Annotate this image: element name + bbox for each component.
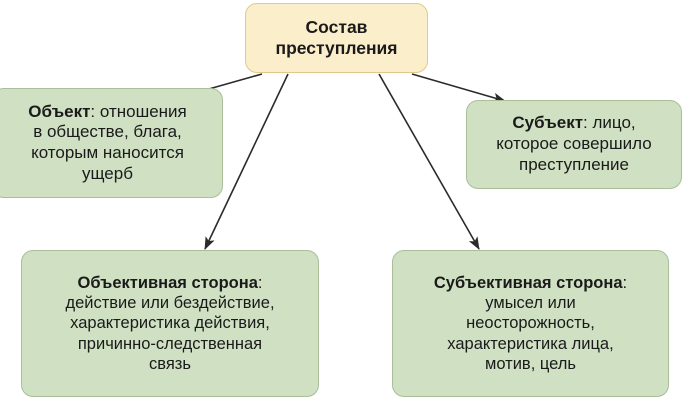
node-sostav-prestupleniya[interactable]: Состав преступления <box>245 3 428 73</box>
node-object-text: Объект: отношения в обществе, блага, кот… <box>22 102 193 185</box>
arrow-root-to-subjective-side <box>378 73 480 250</box>
node-objective-side-body: : действие или бездействие, характеристи… <box>65 274 275 373</box>
node-objective-side-text: Объективная сторона: действие или бездей… <box>59 273 280 374</box>
node-subject-body: : лицо, которое совершило преступление <box>496 113 652 174</box>
node-root-label: Состав преступления <box>275 16 398 58</box>
node-obyektivnaya-storona[interactable]: Объективная сторона: действие или бездей… <box>21 250 319 397</box>
node-subjective-side-body: : умысел или неосторожность, характерист… <box>447 274 628 373</box>
node-subjective-side-lead: Субъективная сторона <box>433 274 623 293</box>
node-object-lead: Объект <box>28 101 91 121</box>
node-subject-lead: Субъект <box>512 113 584 133</box>
node-subyektivnaya-storona[interactable]: Субъективная сторона: умысел или неостор… <box>392 250 669 397</box>
node-subject-text: Субъект: лицо, которое совершило преступ… <box>490 113 657 175</box>
node-object-body: : отношения в обществе, блага, которым н… <box>31 101 187 183</box>
node-obyekt[interactable]: Объект: отношения в обществе, блага, кот… <box>0 88 223 198</box>
node-subyekt[interactable]: Субъект: лицо, которое совершило преступ… <box>466 100 682 189</box>
node-subjective-side-text: Субъективная сторона: умысел или неостор… <box>428 273 633 374</box>
arrow-root-to-subject <box>411 73 506 103</box>
node-objective-side-lead: Объективная сторона <box>77 274 258 293</box>
